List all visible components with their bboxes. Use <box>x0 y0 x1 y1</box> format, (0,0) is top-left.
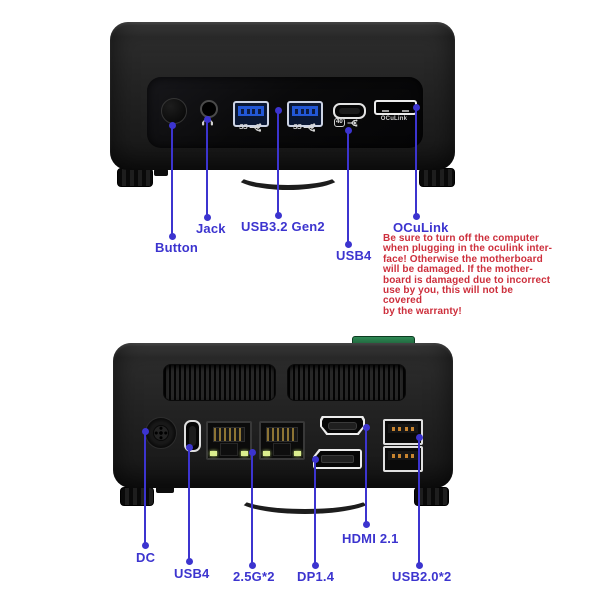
lan-led <box>241 451 248 456</box>
callout-line-button <box>168 122 176 240</box>
rear-foot-left <box>120 487 154 506</box>
rear-foot-tab <box>156 486 174 493</box>
label-button: Button <box>155 240 199 255</box>
rj45-contacts <box>266 427 298 442</box>
usb2-port-1 <box>383 419 423 445</box>
label-dc: DC <box>136 550 156 565</box>
rear-belly-shadow <box>235 480 375 514</box>
label-hdmi: HDMI 2.1 <box>342 531 399 546</box>
usb-trident-icon <box>303 123 316 132</box>
superspeed-usb-badge: SS <box>293 123 317 132</box>
usb2-tongue <box>388 424 418 433</box>
label-jack: Jack <box>196 221 226 236</box>
callout-line-usb4-rear <box>185 444 193 565</box>
label-usb32: USB3.2 Gen2 <box>241 219 325 234</box>
lan-led <box>294 451 301 456</box>
usb3-port-1 <box>233 101 269 127</box>
oculink-port-label: OCuLink <box>380 116 408 122</box>
front-foot-right <box>419 168 455 187</box>
label-oculink: OCuLink <box>393 220 449 235</box>
usb4-40gbps-badge: 40 <box>334 118 359 127</box>
label-usb2: USB2.0*2 <box>392 569 452 584</box>
oculink-port <box>374 100 417 115</box>
usb4-port-front <box>333 103 366 119</box>
usb3-port-2 <box>287 101 323 127</box>
rj45-clip-slot <box>273 443 291 456</box>
label-usb4-rear: USB4 <box>174 566 210 581</box>
dp-slot <box>321 455 354 463</box>
warning-line: will be damaged. If the mother- <box>383 264 533 276</box>
rj45-clip-slot <box>220 443 238 456</box>
callout-line-lan <box>248 449 256 569</box>
dc-pins <box>153 425 169 441</box>
lan-led <box>210 451 217 456</box>
warning-line: board is damaged due to incorrect <box>383 274 551 286</box>
lan-led <box>263 451 270 456</box>
usb3-tongue <box>238 106 264 116</box>
displayport-port <box>313 449 362 469</box>
callout-line-dc <box>141 428 149 549</box>
warning-line: Be sure to turn off the computer <box>383 233 539 244</box>
label-usb4: USB4 <box>336 248 372 263</box>
usb-trident-icon <box>347 119 358 126</box>
superspeed-usb-badge: SS <box>239 123 263 132</box>
warning-line: when plugging in the oculink inter- <box>383 243 553 255</box>
usb4-speed-label: 40 <box>334 118 345 127</box>
usb2-tongue <box>388 451 418 460</box>
front-foot-left <box>117 168 153 187</box>
warning-line: use by you, this will not be covered <box>383 285 514 307</box>
dc-power-port <box>145 417 177 449</box>
usb2-port-2 <box>383 446 423 472</box>
callout-line-dp <box>311 456 319 569</box>
warning-line: face! Otherwise the motherboard <box>383 253 543 265</box>
ss-label: SS <box>293 124 302 131</box>
label-lan: 2.5G*2 <box>233 569 275 584</box>
ethernet-port-2 <box>259 421 305 460</box>
usb3-tongue <box>292 106 318 116</box>
callout-line-hdmi <box>362 424 370 528</box>
vent-grille-left <box>163 364 276 401</box>
ss-label: SS <box>239 124 248 131</box>
usb-trident-icon <box>249 123 262 132</box>
rear-foot-right <box>414 487 449 506</box>
ethernet-port-1 <box>206 421 252 460</box>
callout-line-usb4 <box>344 127 352 248</box>
callout-line-usb2 <box>415 434 423 569</box>
oculink-warning-text: Be sure to turn off the computer when pl… <box>383 233 553 317</box>
vent-grille-right <box>287 364 406 401</box>
hdmi-slot <box>328 422 357 430</box>
rj45-contacts <box>213 427 245 442</box>
front-foot-tab <box>154 169 168 176</box>
callout-line-oculink <box>412 104 420 220</box>
label-dp: DP1.4 <box>297 569 335 584</box>
warning-line: by the warranty! <box>383 305 462 317</box>
callout-line-usb32 <box>274 107 282 219</box>
power-button <box>161 98 187 124</box>
front-belly-shadow <box>233 158 343 190</box>
hdmi-port <box>320 416 365 435</box>
callout-line-jack <box>203 116 211 221</box>
